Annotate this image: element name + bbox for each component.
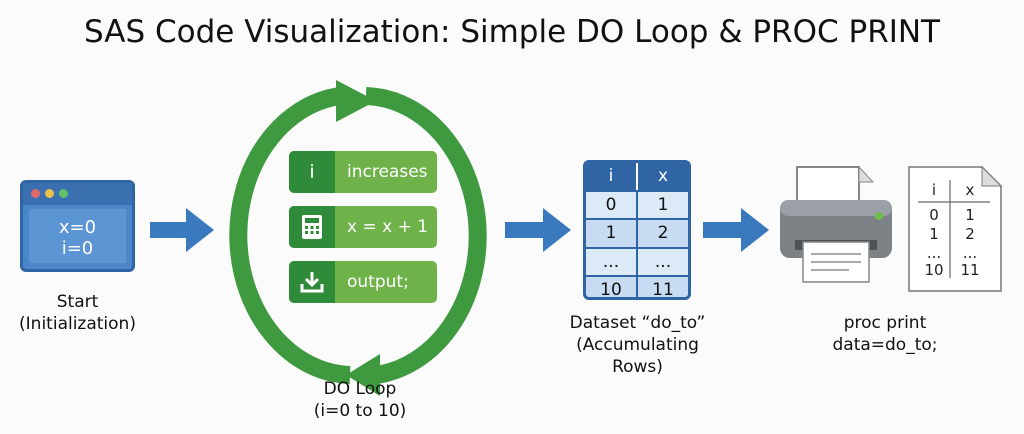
print-caption-line: proc print	[843, 313, 927, 333]
loop-step-label: increases	[347, 162, 428, 182]
table-header-cell: i	[608, 166, 614, 186]
loop-step-label: x = x + 1	[347, 217, 429, 237]
loop-caption-line: DO Loop	[323, 379, 397, 399]
printed-page: i x 0 1 1 2 ... ... 10 11	[908, 166, 1002, 292]
window-dot-yellow	[45, 189, 54, 198]
table-cell: 1	[605, 223, 617, 243]
table-cell: 2	[636, 220, 688, 247]
start-code-line: i=0	[61, 238, 94, 259]
printer-icon	[780, 165, 892, 283]
calculator-icon	[289, 206, 335, 248]
document-icon	[908, 166, 1002, 292]
print-cell: 10	[924, 261, 944, 279]
loop-caption: DO Loop (i=0 to 10)	[290, 378, 430, 422]
arrow-start-to-loop-icon	[150, 208, 214, 252]
window-dot-red	[31, 189, 40, 198]
print-cell: 2	[965, 225, 975, 243]
print-caption: proc print data=do_to;	[815, 312, 955, 356]
table-header-cell: x	[636, 163, 688, 190]
arrow-dataset-to-print-icon	[703, 208, 769, 252]
i-badge: i	[289, 151, 335, 193]
loop-step-accumulate: x = x + 1	[289, 206, 437, 248]
print-header-cell: i	[931, 181, 937, 199]
start-code-line: x=0	[58, 217, 97, 238]
table-row: 1 2	[586, 218, 688, 247]
start-caption: Start (Initialization)	[5, 291, 150, 335]
loop-cycle-icon	[229, 80, 487, 396]
start-caption-line: Start	[56, 292, 99, 312]
table-cell: 10	[600, 280, 622, 300]
dataset-caption-line: Dataset “do_to”	[569, 313, 706, 333]
loop-step-output: output;	[289, 261, 437, 303]
loop-caption-line: (i=0 to 10)	[313, 401, 407, 421]
print-caption-line: data=do_to;	[832, 335, 938, 355]
arrow-loop-to-dataset-icon	[505, 208, 571, 252]
page-title: SAS Code Visualization: Simple DO Loop &…	[84, 14, 940, 50]
print-cell: 1	[965, 206, 975, 224]
start-code: x=0 i=0	[29, 209, 126, 263]
table-row: 10 11	[586, 275, 688, 300]
print-header-cell: x	[965, 181, 975, 199]
table-cell: 0	[605, 194, 617, 215]
table-row: ... ...	[586, 246, 688, 275]
table-header-row: i x	[586, 163, 688, 190]
print-cell: ...	[962, 244, 978, 262]
start-window-icon: x=0 i=0	[20, 180, 135, 272]
loop-step-label: output;	[347, 272, 409, 292]
dataset-table: i x 0 1 1 2 ... ... 10 11	[583, 160, 691, 300]
print-cell: 0	[929, 206, 939, 224]
window-title-bar	[23, 183, 132, 205]
print-cell: 1	[929, 225, 939, 243]
table-cell: ...	[636, 248, 688, 275]
print-cell: ...	[926, 244, 942, 262]
table-cell: 1	[636, 191, 688, 218]
dataset-caption: Dataset “do_to” (Accumulating Rows)	[555, 312, 720, 378]
download-icon	[289, 261, 335, 303]
window-dot-green	[59, 189, 68, 198]
table-cell: ...	[602, 251, 620, 272]
table-cell: 11	[636, 277, 688, 297]
table-row: 0 1	[586, 189, 688, 218]
print-cell: 11	[960, 261, 980, 279]
start-caption-line: (Initialization)	[19, 314, 136, 334]
loop-step-increase: i increases	[289, 151, 437, 193]
dataset-caption-line: (Accumulating Rows)	[576, 335, 699, 377]
